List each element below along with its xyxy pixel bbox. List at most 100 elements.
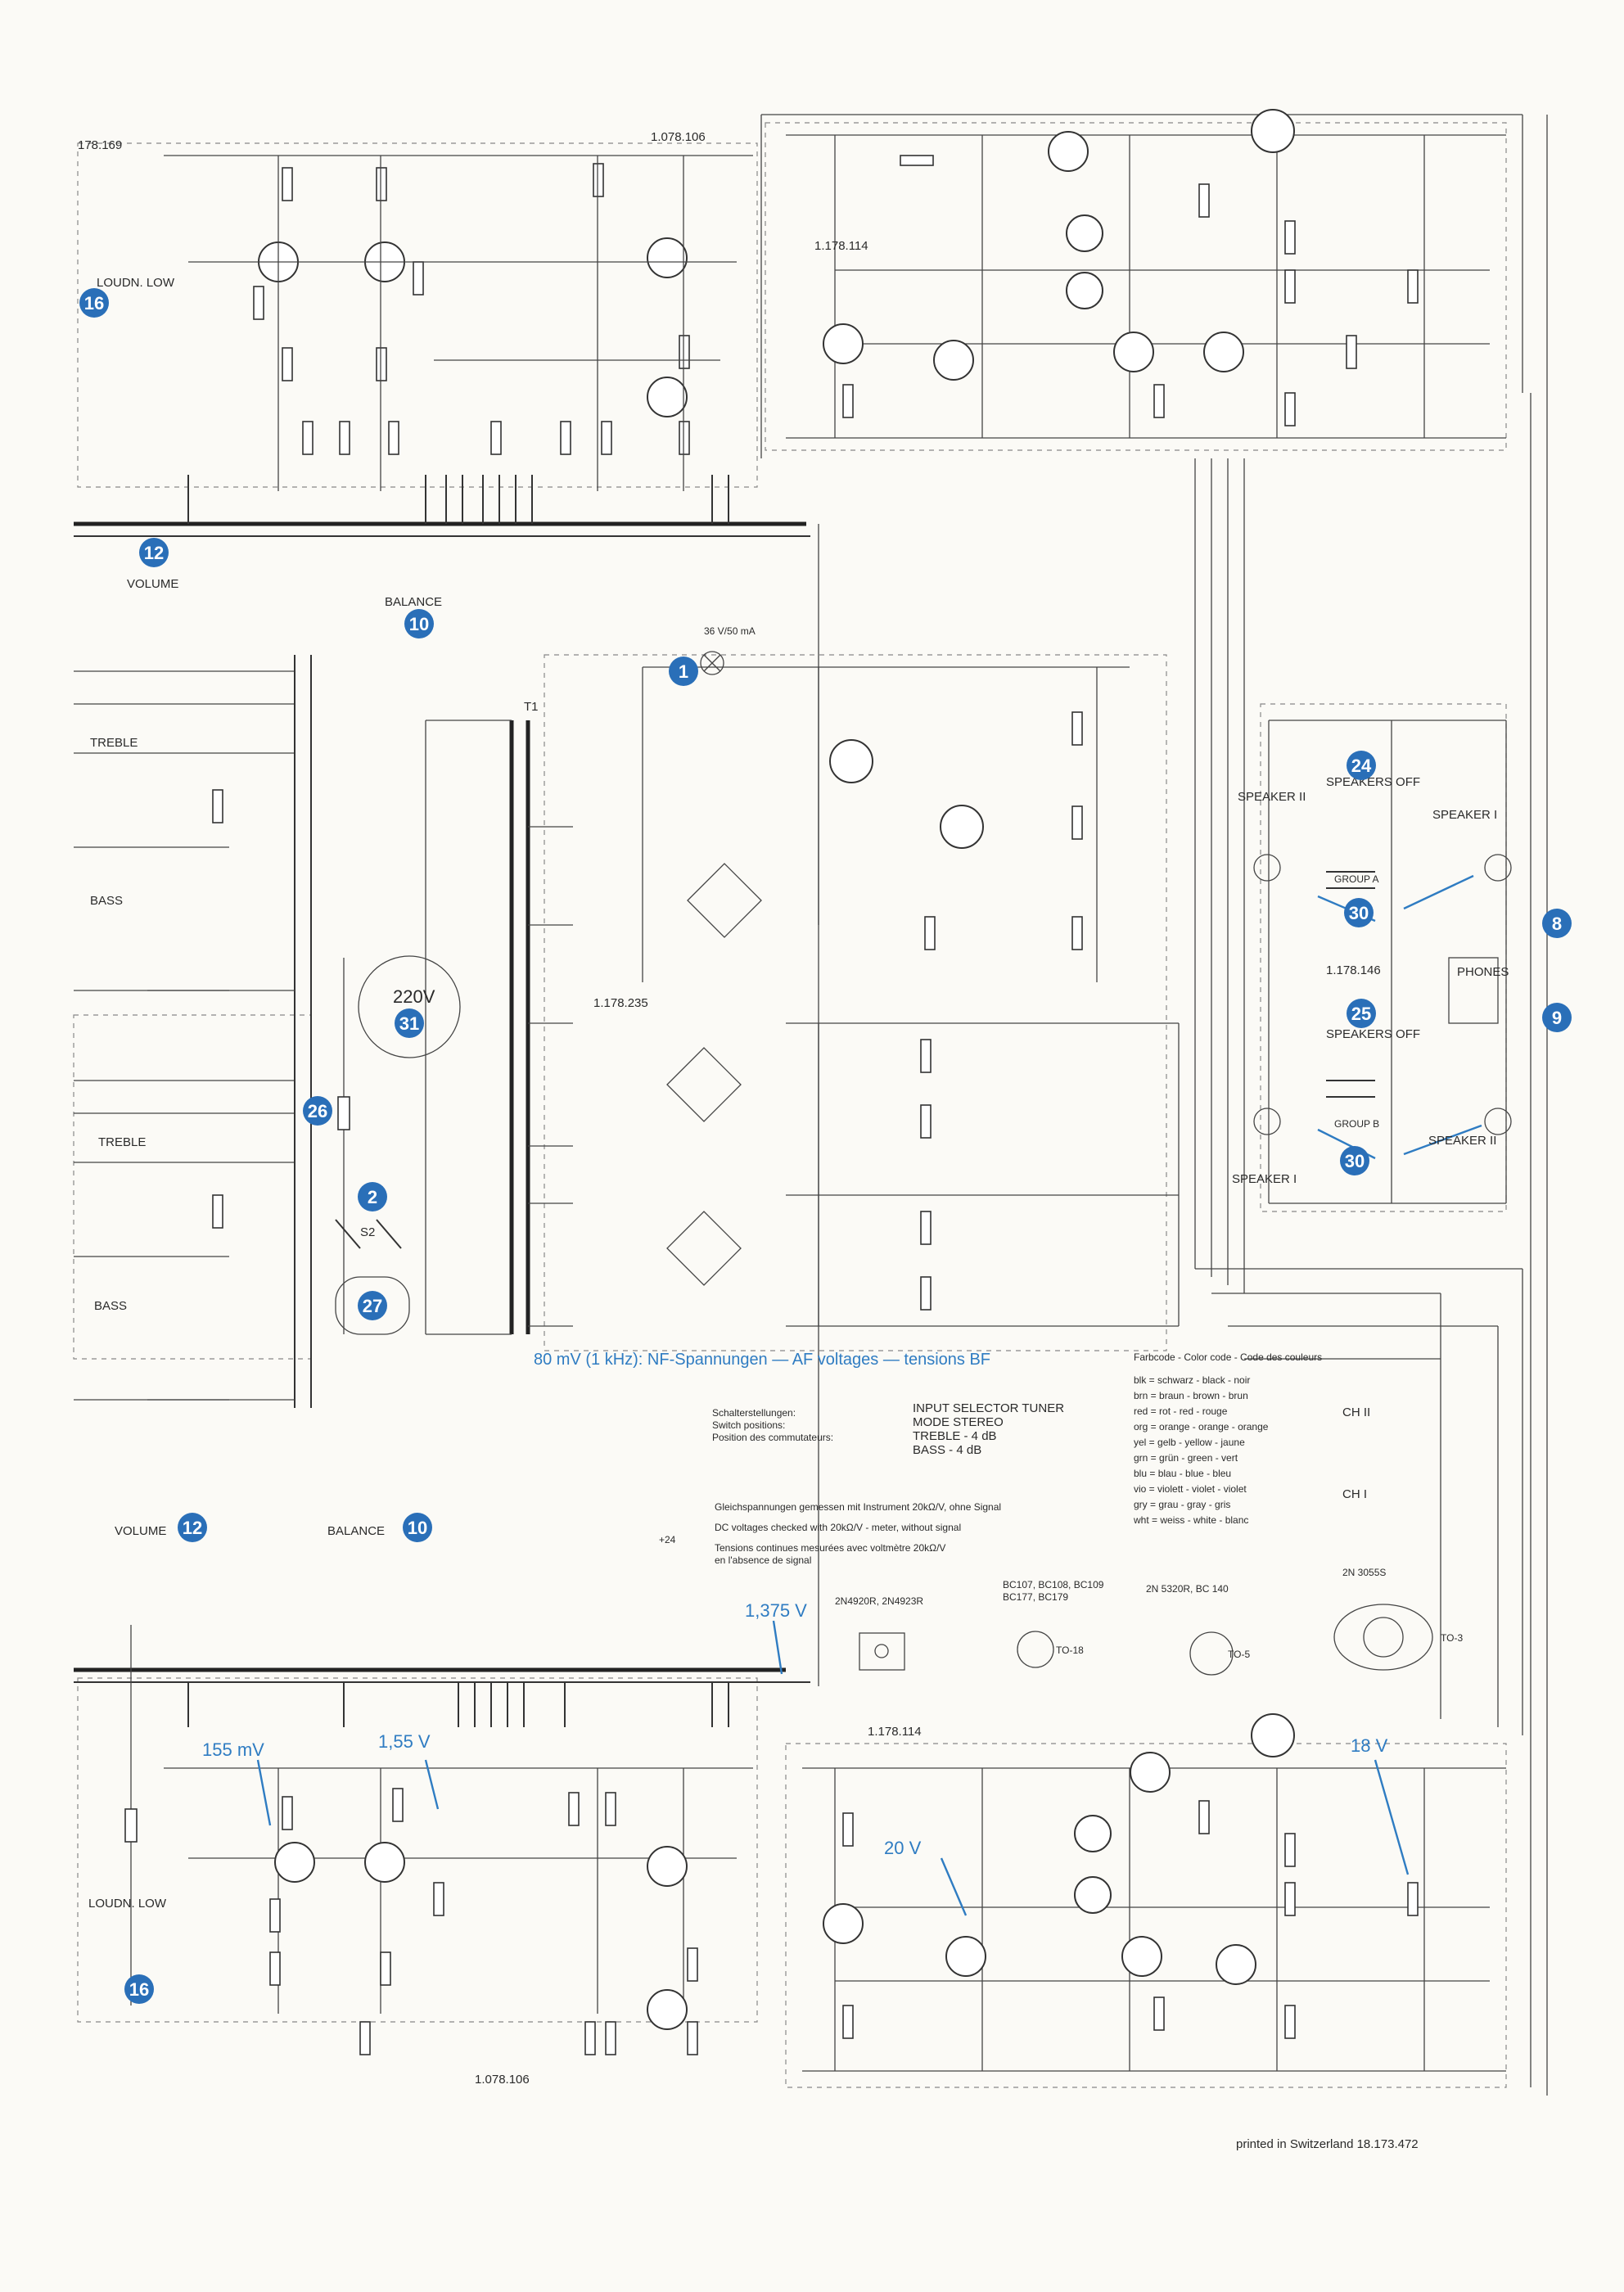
badge: 12 <box>178 1513 207 1542</box>
badge: 16 <box>124 1974 154 2004</box>
badge: 27 <box>358 1291 387 1320</box>
badge: 24 <box>1347 751 1376 780</box>
footer-printed: printed in Switzerland 18.173.472 <box>1236 2137 1419 2151</box>
badge: 10 <box>404 609 434 638</box>
svg-text:8: 8 <box>1552 914 1562 934</box>
badge: 26 <box>303 1096 332 1126</box>
svg-text:10: 10 <box>408 1518 427 1538</box>
badge: 8 <box>1542 909 1572 938</box>
switch-value-mode: MODE STEREO <box>913 1415 1004 1429</box>
speaker1-label-bottom: SPEAKER I <box>1232 1172 1297 1186</box>
switch-value-bass: BASS - 4 dB <box>913 1443 981 1457</box>
badge: 1 <box>669 656 698 686</box>
board-label-power-top: 1.178.114 <box>814 239 868 253</box>
loudness-label-bottom: LOUDN. LOW <box>88 1897 167 1911</box>
svg-text:31: 31 <box>399 1013 419 1034</box>
dc-note-en: DC voltages checked with 20kΩ/V - meter,… <box>715 1522 961 1533</box>
color-row: vio = violett - violet - violet <box>1134 1483 1247 1495</box>
balance-label-top: BALANCE <box>385 595 442 609</box>
package-to3: TO-3 <box>1441 1632 1463 1644</box>
dc-note-fr-2: en l'absence de signal <box>715 1554 811 1566</box>
badge: 2 <box>358 1182 387 1211</box>
board-label-top-left: 178.169 <box>78 138 122 152</box>
svg-text:2: 2 <box>368 1187 377 1207</box>
speaker2-label-top: SPEAKER II <box>1238 790 1306 804</box>
volume-label-top: VOLUME <box>127 577 178 591</box>
speaker2-label-bottom: SPEAKER II <box>1428 1134 1496 1148</box>
package-bc177: BC177, BC179 <box>1003 1591 1068 1603</box>
color-row: org = orange - orange - orange <box>1134 1421 1269 1432</box>
svg-text:30: 30 <box>1349 903 1369 923</box>
switch-value-treble: TREBLE - 4 dB <box>913 1429 997 1443</box>
balance-label-bottom: BALANCE <box>327 1524 385 1538</box>
power-supply <box>642 651 1180 1327</box>
svg-text:12: 12 <box>183 1518 202 1538</box>
power-amp-top-components <box>786 109 1506 439</box>
switch-positions-label-3: Position des commutateurs: <box>712 1432 833 1443</box>
package-2n5320r: 2N 5320R, BC 140 <box>1146 1583 1229 1595</box>
preamp-top-components <box>164 155 753 524</box>
color-row: wht = weiss - white - blanc <box>1133 1514 1248 1526</box>
af-voltage-caption: 80 mV (1 kHz): NF-Spannungen — AF voltag… <box>534 1351 990 1369</box>
mains-voltage-label: 220V <box>393 986 435 1007</box>
measure-18v: 18 V <box>1351 1735 1388 1756</box>
svg-text:1: 1 <box>679 661 688 682</box>
text-labels: 1.078.106 178.169 1.178.114 1.178.114 1.… <box>78 130 1509 2151</box>
svg-text:16: 16 <box>129 1979 149 2000</box>
group-b-label: GROUP B <box>1334 1118 1379 1130</box>
color-row: grn = grün - green - vert <box>1134 1452 1238 1464</box>
switch-s2-label: S2 <box>360 1225 375 1239</box>
measure-20v: 20 V <box>884 1838 922 1858</box>
dc-tag: +24 <box>659 1534 676 1545</box>
loudness-label-top: LOUDN. LOW <box>97 276 175 290</box>
board-label-supply: 1.178.235 <box>593 996 648 1010</box>
board-outlines <box>73 122 1507 2088</box>
svg-text:24: 24 <box>1351 756 1372 776</box>
transformer-label: T1 <box>524 700 539 714</box>
color-code-rows: blk = schwarz - black - noir brn = braun… <box>1133 1374 1269 1526</box>
bass-label-1: BASS <box>90 894 123 908</box>
badge: 16 <box>79 288 109 318</box>
package-2n4920r: 2N4920R, 2N4923R <box>835 1595 923 1607</box>
switch-value-input: INPUT SELECTOR TUNER <box>913 1401 1064 1415</box>
color-row: red = rot - red - rouge <box>1134 1405 1228 1417</box>
color-row: brn = braun - brown - brun <box>1134 1390 1248 1401</box>
speakers-off-b: SPEAKERS OFF <box>1326 1027 1420 1041</box>
badge: 30 <box>1340 1146 1369 1175</box>
switch-positions-label-1: Schalterstellungen: <box>712 1407 796 1419</box>
package-to18: TO-18 <box>1056 1645 1084 1656</box>
svg-text:9: 9 <box>1552 1008 1562 1028</box>
bass-label-2: BASS <box>94 1299 127 1313</box>
volume-label-bottom: VOLUME <box>115 1524 166 1538</box>
color-row: yel = gelb - yellow - jaune <box>1134 1437 1245 1448</box>
group-a-label: GROUP A <box>1334 873 1378 885</box>
channel-1-label: CH I <box>1342 1487 1367 1501</box>
dc-note-fr-1: Tensions continues mesurées avec voltmèt… <box>715 1542 945 1554</box>
color-code-header: Farbcode - Color code - Code des couleur… <box>1134 1351 1322 1363</box>
measure-155v: 1,55 V <box>378 1731 431 1752</box>
badge: 31 <box>395 1008 424 1038</box>
package-to5: TO-5 <box>1228 1649 1250 1660</box>
treble-label-1: TREBLE <box>90 736 138 750</box>
svg-text:16: 16 <box>84 293 104 314</box>
measure-155mv: 155 mV <box>202 1739 264 1760</box>
speaker1-label-top: SPEAKER I <box>1432 808 1497 822</box>
badge: 12 <box>139 538 169 567</box>
callout-badges: 16 12 10 1 24 30 8 31 25 9 26 2 27 30 12… <box>79 288 1572 2004</box>
svg-text:27: 27 <box>363 1296 382 1316</box>
measurement-pointers <box>256 1620 1410 1916</box>
package-bc107: BC107, BC108, BC109 <box>1003 1579 1104 1590</box>
color-row: gry = grau - gray - gris <box>1134 1499 1230 1510</box>
speakers-off-a: SPEAKERS OFF <box>1326 775 1420 789</box>
badge: 25 <box>1347 999 1376 1028</box>
svg-text:10: 10 <box>409 614 429 634</box>
package-2n3055s: 2N 3055S <box>1342 1567 1386 1578</box>
phones-label: PHONES <box>1457 965 1509 979</box>
measure-1375v: 1,375 V <box>745 1600 807 1621</box>
badge: 10 <box>403 1513 432 1542</box>
switch-positions-label-2: Switch positions: <box>712 1419 785 1431</box>
badge: 30 <box>1344 898 1374 927</box>
color-row: blk = schwarz - black - noir <box>1134 1374 1250 1386</box>
channel-2-label: CH II <box>1342 1405 1370 1419</box>
svg-text:25: 25 <box>1351 1004 1371 1024</box>
